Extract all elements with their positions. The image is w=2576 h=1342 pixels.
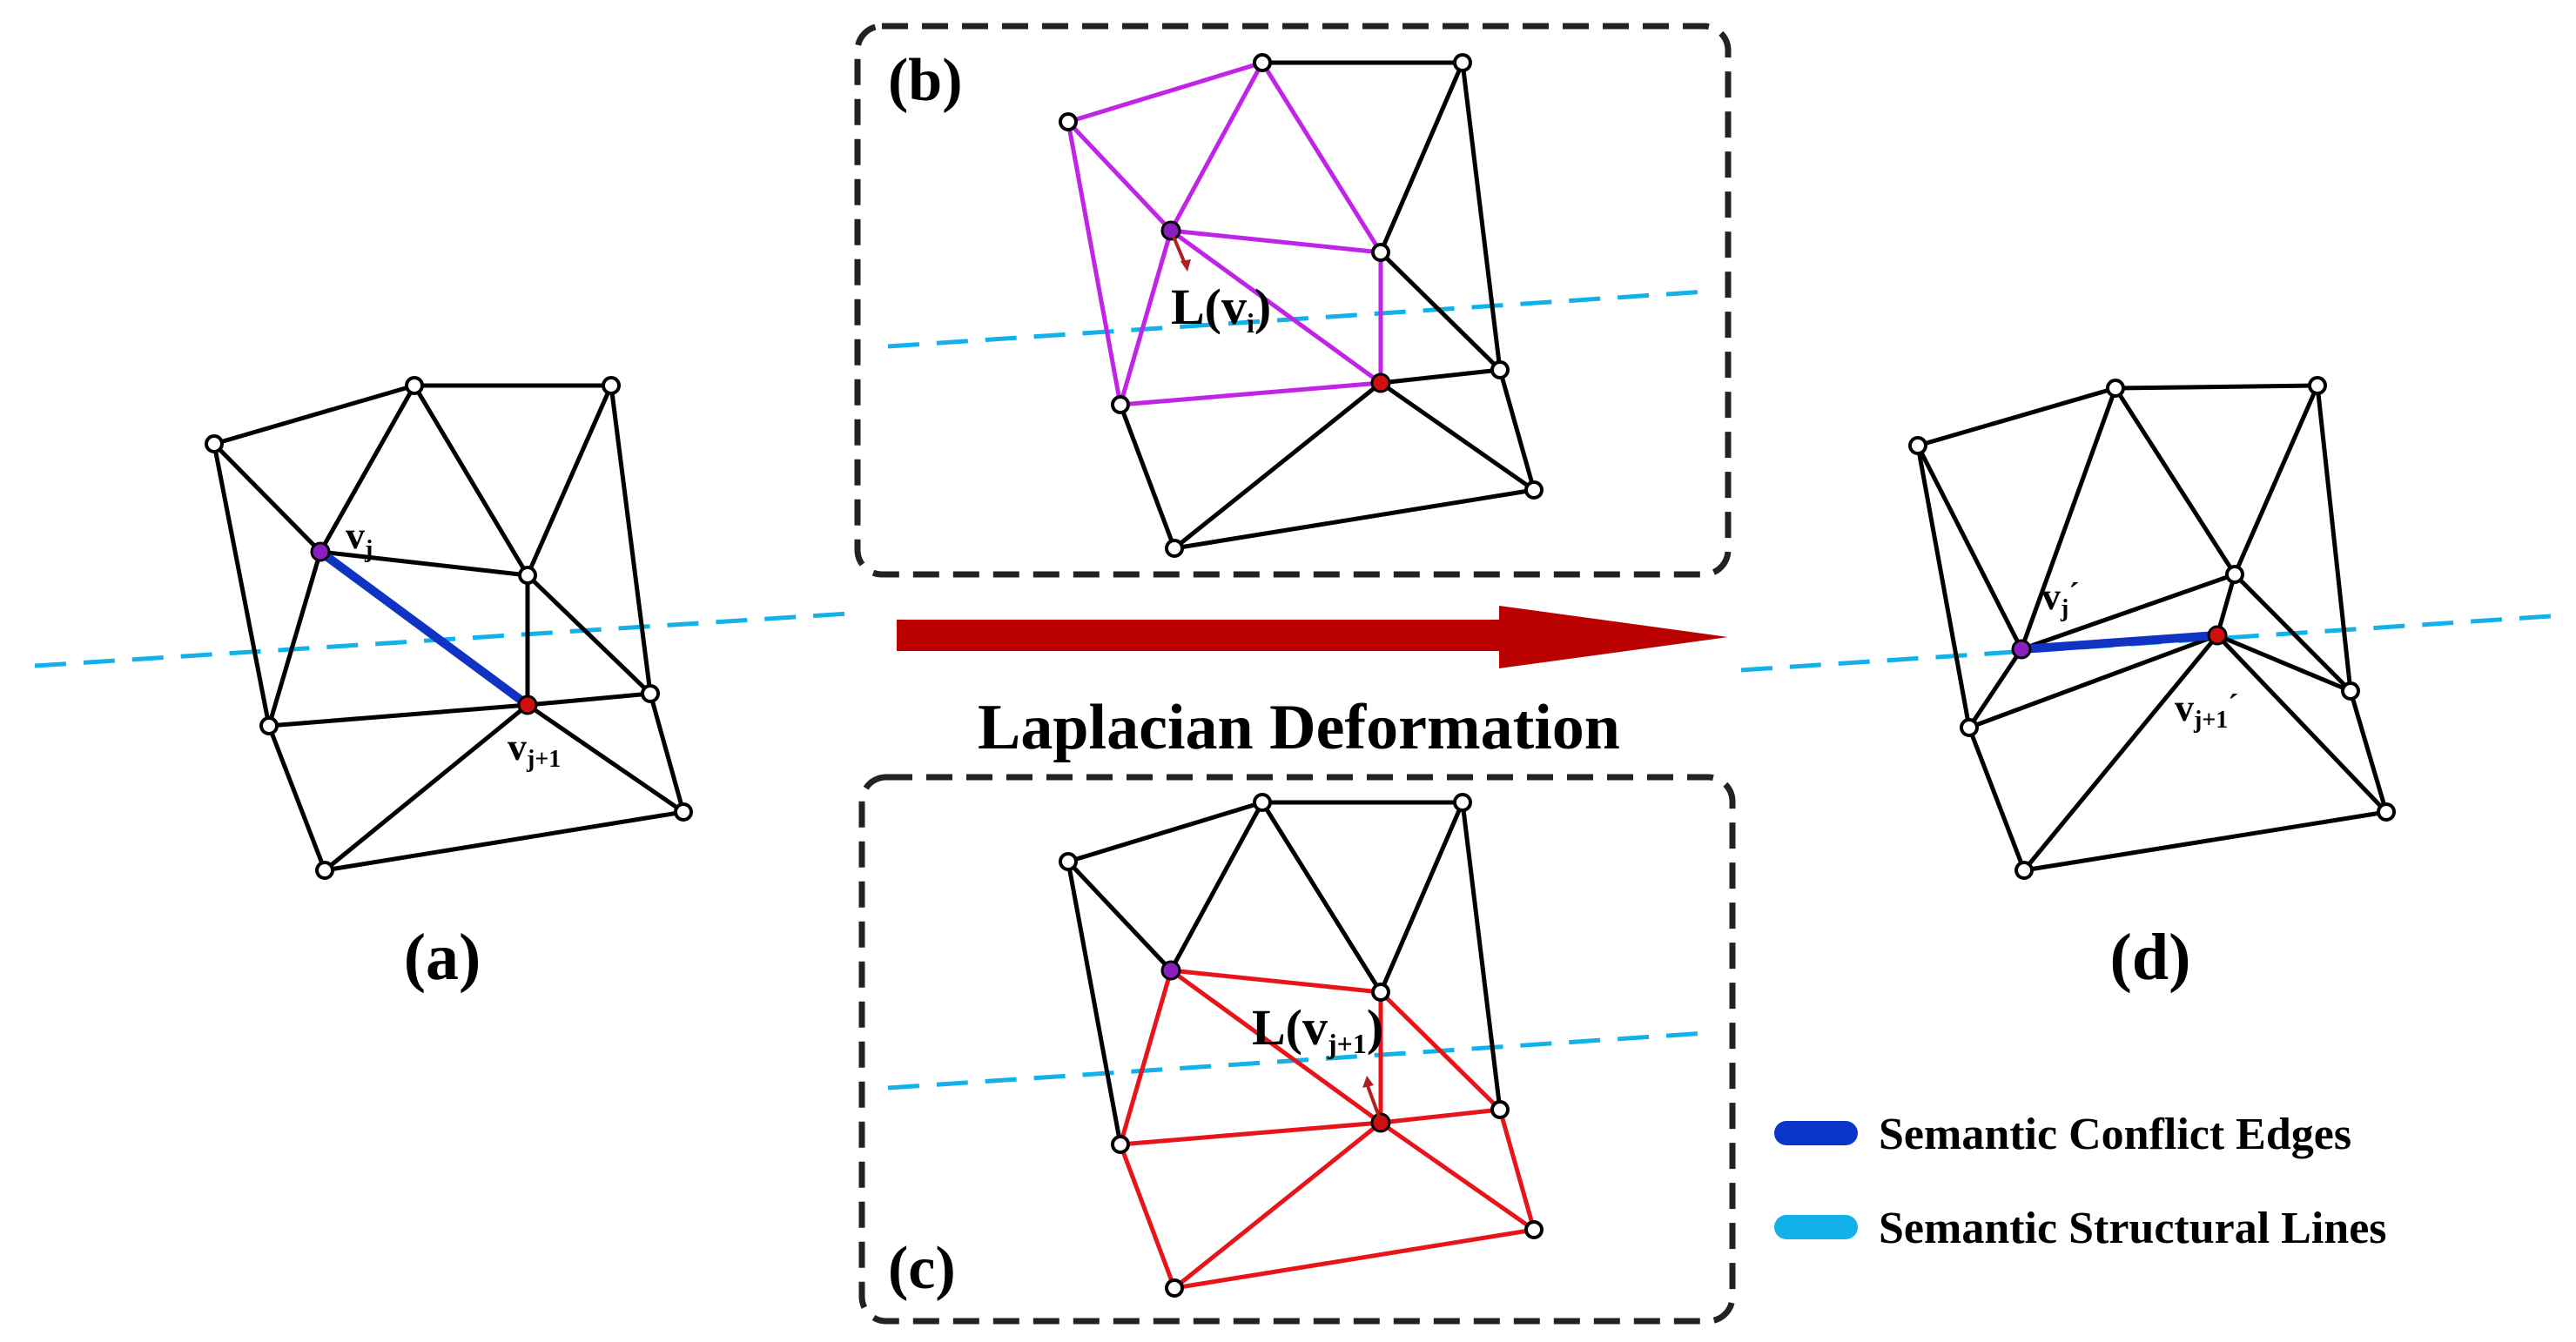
conflict-edge-a	[316, 547, 532, 709]
mesh-edges-b	[1118, 60, 1537, 551]
vertex-vj-d	[2011, 639, 2032, 660]
laplacian-arrowhead-c	[1362, 1076, 1374, 1088]
mesh-vertices-d	[1908, 376, 2396, 880]
vertex-vj1-d	[2207, 625, 2228, 646]
panel-label-d: (d)	[2110, 921, 2191, 994]
vertex-vj1-a	[517, 694, 538, 715]
mesh-vertices-b	[1059, 53, 1544, 558]
panel-c: (c)	[858, 774, 1736, 1325]
panel-d: vj´ vj+1´ (d)	[1740, 376, 2565, 994]
panel-b: (b)	[854, 23, 1732, 578]
legend-label-conflict: Semantic Conflict Edges	[1879, 1110, 2351, 1159]
deformation-arrow: Laplacian Deformation	[897, 606, 1728, 763]
laplacian-arrowhead-b	[1180, 259, 1191, 272]
vertex-vj-a	[310, 541, 331, 562]
mesh-vertices-a	[205, 376, 693, 880]
panel-b-frame	[854, 23, 1732, 578]
laplacian-label-b: L(vi)	[1171, 278, 1271, 339]
panel-label-a: (a)	[404, 921, 481, 994]
label-vj1-a: vj+1	[508, 726, 561, 773]
panel-c-frame	[858, 774, 1736, 1325]
label-vj1-d: vj+1´	[2175, 687, 2238, 734]
neighborhood-edges-b	[1066, 60, 1383, 407]
legend-label-structural: Semantic Structural Lines	[1879, 1204, 2387, 1253]
arrow-head	[1499, 606, 1728, 668]
neighborhood-edges-c	[1118, 968, 1537, 1291]
mesh-vertices-c	[1059, 793, 1544, 1298]
vertex-vj1-b	[1370, 372, 1391, 393]
arrow-caption: Laplacian Deformation	[978, 692, 1620, 763]
legend: Semantic Conflict Edges Semantic Structu…	[1774, 1110, 2387, 1253]
label-vj-a: vj	[346, 514, 373, 563]
laplacian-vector-c	[1365, 1083, 1381, 1117]
mesh-edges-d	[1915, 383, 2389, 873]
label-vj-d: vj´	[2041, 575, 2079, 622]
structural-line-b	[887, 289, 1707, 349]
vertex-vj1-c	[1370, 1112, 1391, 1133]
panel-label-c: (c)	[888, 1235, 956, 1302]
arrow-shaft	[897, 620, 1506, 651]
vertex-vj-c	[1160, 960, 1181, 981]
mesh-edges-a	[212, 383, 686, 873]
vertex-vi-b	[1160, 220, 1181, 241]
laplacian-label-c: L(vj+1)	[1252, 999, 1383, 1059]
panel-a: vj vj+1 (a)	[34, 376, 850, 994]
mesh-edges-c	[1066, 800, 1503, 1145]
conflict-edge-d	[2017, 631, 2222, 654]
panel-label-b: (b)	[888, 47, 963, 114]
